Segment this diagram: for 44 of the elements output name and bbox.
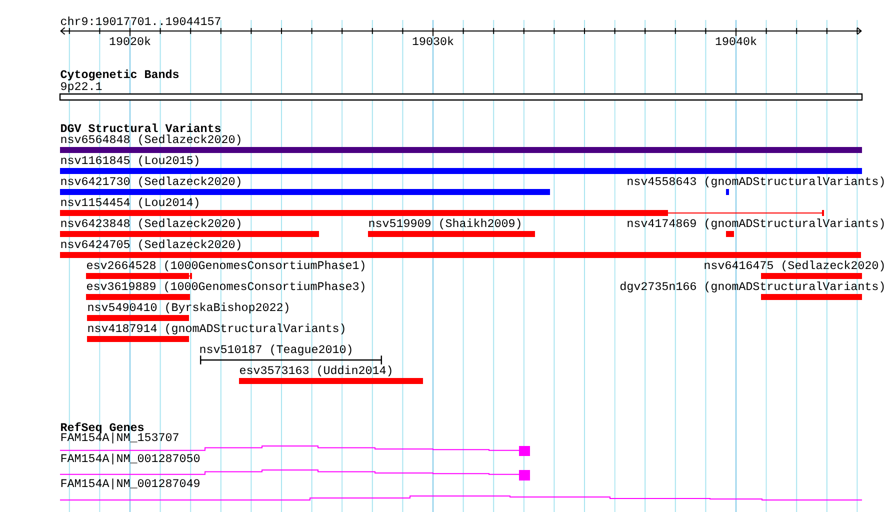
- node-label: nsv1154454 (Lou2014): [61, 198, 198, 208]
- variant-track: nsv519909 (Shaikh2009): [368, 218, 535, 237]
- node-label: esv2664528 (1000GenomesConsortiumPhase1): [87, 260, 364, 272]
- variant-track: esv3573163 (Uddin2014): [239, 366, 423, 384]
- node-label: nsv1161845 (Lou2015): [61, 156, 198, 166]
- tick-label: 19020k: [110, 36, 150, 46]
- variant-track: esv3619889 (1000GenomesConsortiumPhase3): [86, 282, 364, 300]
- track-heading: Cytogenetic Bands: [60, 70, 179, 80]
- node-label: FAM154A|NM_001287050: [61, 454, 200, 464]
- node-label: FAM154A|NM_153707: [61, 432, 178, 444]
- track-heading: DGV Structural Variants: [61, 124, 221, 132]
- node-label: nsv6421730 (Sedlazeck2020): [61, 176, 240, 188]
- node-label: nsv6423848 (Sedlazeck2020): [61, 218, 240, 230]
- variant-track: nsv4187914 (gnomADStructuralVariants): [87, 324, 344, 342]
- variant-track: nsv1154454 (Lou2014): [60, 198, 824, 216]
- node-label: nsv6564848 (Sedlazeck2020): [61, 134, 240, 146]
- variant-track: nsv4174869 (gnomADStructuralVariants): [628, 218, 884, 237]
- variant-track: nsv6416475 (Sedlazeck2020): [704, 260, 884, 279]
- node-label: nsv4174869 (gnomADStructuralVariants): [628, 218, 884, 230]
- node-label: esv3619889 (1000GenomesConsortiumPhase3): [87, 282, 364, 292]
- tick-label: 19040k: [716, 36, 756, 46]
- variant-track: nsv510187 (Teague2010): [200, 344, 382, 364]
- variant-track: nsv6421730 (Sedlazeck2020): [60, 176, 550, 195]
- coordinate-label: chr9:19017701..19044157: [61, 16, 220, 26]
- node-label: nsv5490410 (ByrskaBishop2022): [88, 302, 288, 314]
- variant-track: esv2664528 (1000GenomesConsortiumPhase1): [86, 260, 364, 279]
- band-label: 9p22.1: [61, 82, 102, 92]
- variant-track: nsv1161845 (Lou2015): [60, 156, 862, 174]
- variant-track: nsv6423848 (Sedlazeck2020): [60, 218, 319, 237]
- node-label: nsv6424705 (Sedlazeck2020): [61, 240, 240, 250]
- variant-track: nsv6424705 (Sedlazeck2020): [60, 240, 861, 258]
- node-label: nsv6416475 (Sedlazeck2020): [704, 260, 884, 272]
- variant-track: nsv4558643 (gnomADStructuralVariants): [628, 176, 884, 195]
- node-label: nsv519909 (Shaikh2009): [369, 218, 520, 230]
- track-heading: RefSeq Genes: [61, 422, 144, 434]
- variant-track: nsv6564848 (Sedlazeck2020): [60, 134, 862, 153]
- node-label: dgv2735n166 (gnomADStructuralVariants): [620, 282, 884, 292]
- variant-track: dgv2735n166 (gnomADStructuralVariants): [620, 282, 884, 300]
- tick-label: 19030k: [412, 36, 454, 46]
- gene-track: FAM154A|NM_001287049: [60, 478, 862, 500]
- variant-track: nsv5490410 (ByrskaBishop2022): [87, 302, 288, 321]
- node-label: esv3573163 (Uddin2014): [240, 366, 392, 376]
- node-label: nsv4187914 (gnomADStructuralVariants): [88, 324, 344, 334]
- node-label: nsv4558643 (gnomADStructuralVariants): [628, 176, 884, 188]
